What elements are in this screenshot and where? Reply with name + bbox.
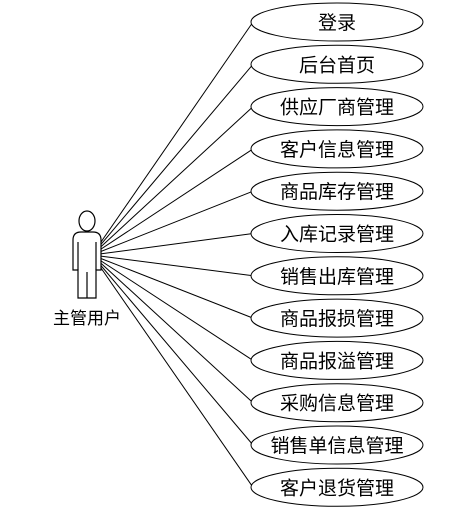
use-case: 销售单信息管理 [250,425,424,465]
use-case: 后台首页 [250,44,424,84]
actor-name: 主管用户 [53,309,121,329]
use-case-ellipse [250,467,424,507]
use-case-label: 销售出库管理 [280,266,394,288]
association-line [91,21,254,256]
use-case: 客户信息管理 [250,129,424,169]
association-line [91,254,254,361]
use-case-list: 登录后台首页供应厂商管理客户信息管理商品库存管理入库记录管理销售出库管理商品报损… [250,2,424,507]
use-case: 入库记录管理 [250,214,424,253]
use-case-ellipse [250,214,424,253]
use-case: 商品报溢管理 [250,340,424,380]
use-case: 供应厂商管理 [250,87,424,127]
use-case: 采购信息管理 [250,383,424,423]
use-case: 登录 [250,2,424,42]
use-case-label: 登录 [318,12,356,34]
use-case-label: 入库记录管理 [280,224,394,246]
use-case: 客户退货管理 [250,467,424,507]
use-case-label: 供应厂商管理 [280,97,394,119]
use-case-ellipse [250,129,424,169]
actor-figure: 主管用户 [53,210,121,329]
actor-head [78,210,96,232]
use-case: 商品库存管理 [250,171,424,211]
use-case-label: 销售单信息管理 [270,435,403,457]
use-case-ellipse [250,383,424,423]
use-case-label: 采购信息管理 [280,393,394,415]
use-case-label: 客户退货管理 [280,477,394,499]
use-case-label: 商品报溢管理 [280,350,394,372]
association-line [91,106,254,256]
association-line [91,254,254,404]
use-case-ellipse [250,340,424,380]
use-case-ellipse [250,425,424,465]
association-line [91,254,254,446]
use-case-label: 商品库存管理 [280,181,394,203]
actor-body [72,231,102,299]
use-case-ellipse [250,87,424,127]
use-case-ellipse [250,298,424,338]
use-case-ellipse [250,171,424,211]
association-line [91,254,254,319]
use-case-label: 商品报损管理 [280,308,394,330]
association-lines [91,21,254,488]
association-line [91,233,254,256]
use-case-ellipse [250,256,424,296]
association-line [91,254,254,488]
use-case: 商品报损管理 [250,298,424,338]
use-case-ellipse [250,44,424,84]
association-line [91,148,254,256]
association-line [91,190,254,256]
use-case-ellipse [250,2,424,42]
use-case: 销售出库管理 [250,256,424,296]
association-line [91,63,254,256]
use-case-label: 后台首页 [299,54,375,76]
association-line [91,254,254,277]
use-case-label: 客户信息管理 [280,139,394,161]
